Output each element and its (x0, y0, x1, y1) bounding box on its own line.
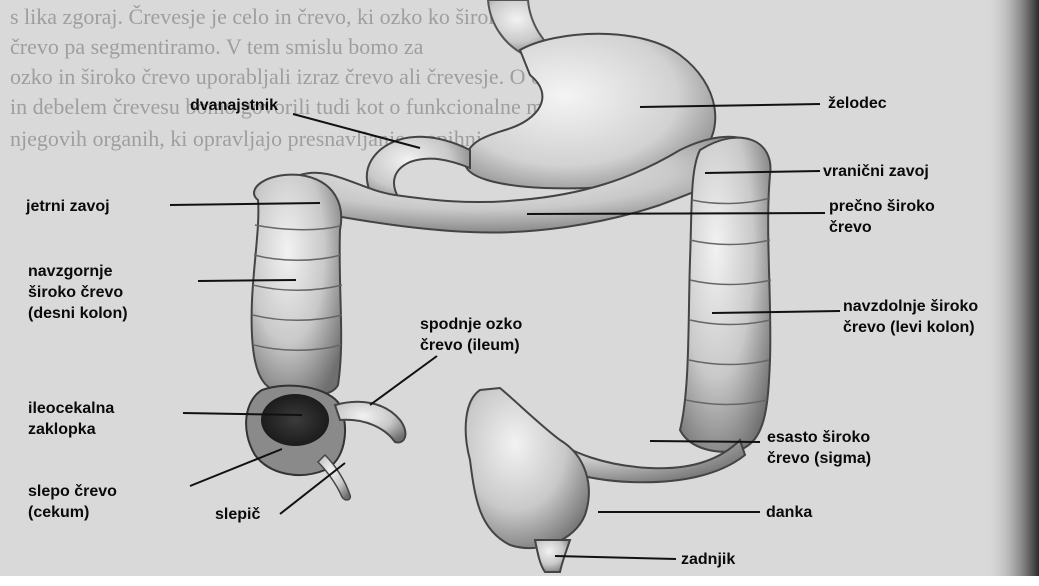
label-precno-line1: prečno široko (829, 198, 935, 215)
label-esasto-line2: črevo (sigma) (767, 450, 871, 467)
leader-precno (527, 213, 825, 214)
background-line: s lika zgoraj. Črevesje je celo in črevo… (10, 4, 510, 29)
label-navzdolnje-line2: črevo (levi kolon) (843, 319, 975, 336)
label-ileocekalna-line2: zaklopka (28, 421, 96, 438)
label-jetrni-zavoj: jetrni zavoj (25, 198, 110, 215)
label-slepo-line1: slepo črevo (28, 483, 117, 500)
ascending-colon (252, 175, 342, 395)
background-line: ozko in široko črevo uporabljali izraz č… (10, 64, 590, 89)
label-slepo-line2: (cekum) (28, 504, 89, 521)
label-navzgornje-line2: široko črevo (28, 284, 123, 301)
label-spodnje-line2: črevo (ileum) (420, 337, 520, 354)
ileocecal-valve-opening (261, 394, 329, 446)
label-zelodec: želodec (828, 95, 887, 112)
label-vranicni-zavoj: vranični zavoj (823, 163, 929, 180)
label-navzgornje-line3: (desni kolon) (28, 305, 128, 322)
leader-navzgornje (198, 280, 296, 281)
background-line: črevo pa segmentiramo. V tem smislu bomo… (10, 34, 424, 59)
label-navzgornje-line1: navzgornje (28, 263, 113, 280)
label-precno-line2: črevo (829, 219, 872, 236)
label-ileocekalna-line1: ileocekalna (28, 400, 114, 417)
label-zadnjik: zadnjik (681, 551, 735, 568)
bottom-white-border (0, 576, 1039, 586)
label-esasto-line1: esasto široko (767, 429, 870, 446)
label-dvanajstnik: dvanajstnik (190, 97, 278, 114)
label-danka: danka (766, 504, 812, 521)
leader-esasto (650, 441, 760, 442)
label-navzdolnje-line1: navzdolnje široko (843, 298, 978, 315)
right-edge-shadow (985, 0, 1039, 586)
label-slepic: slepič (215, 506, 260, 523)
label-spodnje-line1: spodnje ozko (420, 316, 522, 333)
